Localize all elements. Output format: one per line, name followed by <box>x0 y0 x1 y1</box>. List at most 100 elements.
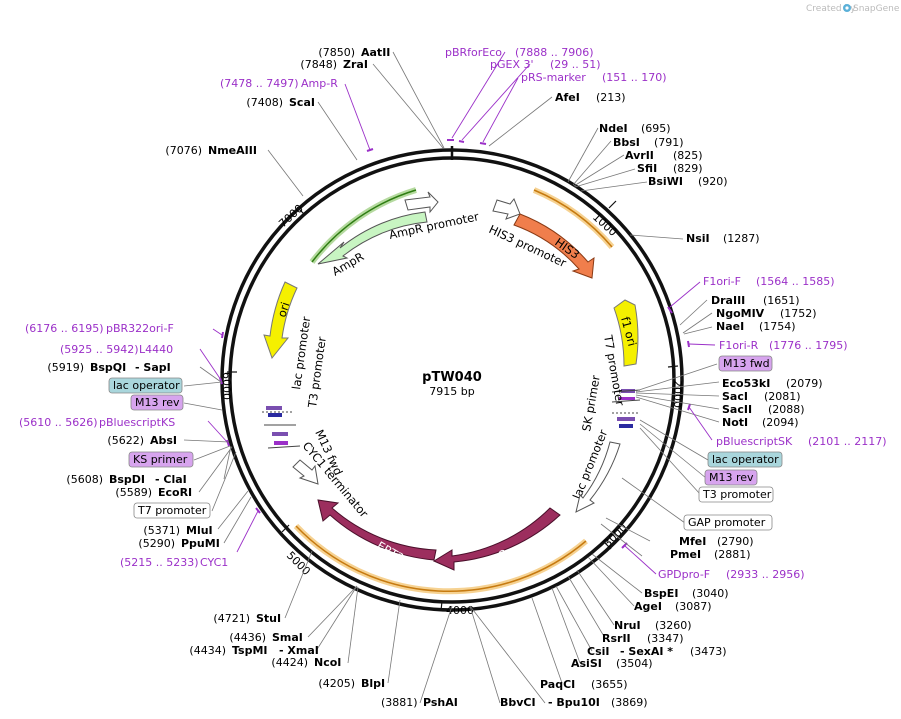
primer-pbr322ori-f[interactable]: pBR322ori-F <box>106 322 174 335</box>
lac-operator-left-box[interactable] <box>108 377 183 394</box>
enzyme-nsii[interactable]: NsiI <box>686 232 710 245</box>
primer-pbluescriptsk-range: (2101 .. 2117) <box>808 435 887 448</box>
enzyme-mlui-pos: (5371) <box>143 524 180 537</box>
plasmid-size: 7915 bp <box>429 385 474 398</box>
ks-primer-box[interactable] <box>128 451 194 468</box>
enzyme-aatii[interactable]: AatII <box>361 46 390 59</box>
enzyme-naei[interactable]: NaeI <box>716 320 744 333</box>
enzyme-clai[interactable]: - ClaI <box>155 473 187 486</box>
enzyme-bspqi[interactable]: BspQI <box>90 361 126 374</box>
enzyme-rsrii[interactable]: RsrII <box>602 632 631 645</box>
primer-pbr322ori-f-range: (6176 .. 6195) <box>25 322 104 335</box>
enzyme-zrai[interactable]: ZraI <box>343 58 368 71</box>
sk-primer-label: SK primer <box>579 374 603 433</box>
m13-rev-left-box[interactable] <box>130 394 184 411</box>
tick-label-4000: 4000 <box>446 604 474 617</box>
snapgene-logo-icon <box>843 4 851 12</box>
enzyme-eco53ki[interactable]: Eco53kI <box>722 377 770 390</box>
enzyme-ppumi[interactable]: PpuMI <box>181 537 220 550</box>
enzyme-bbvci[interactable]: BbvCI <box>500 696 536 709</box>
enzyme-bspqi-pos: (5919) <box>47 361 84 374</box>
enzyme-ndei-pos: (695) <box>641 122 671 135</box>
primer-pgex3[interactable]: pGEX 3' <box>490 58 534 71</box>
primer-pbrforeco[interactable]: pBRforEco <box>445 46 502 59</box>
ert2-feature <box>317 499 437 561</box>
enzyme-bspdi-pos: (5608) <box>66 473 103 486</box>
enzyme-scai[interactable]: ScaI <box>289 96 315 109</box>
primer-f1ori-r[interactable]: F1ori-R <box>719 339 759 352</box>
ori-label: ori <box>275 300 293 319</box>
enzyme-bspei-pos: (3040) <box>692 587 729 600</box>
enzyme-avrii[interactable]: AvrII <box>625 149 654 162</box>
primer-pbluescriptks[interactable]: pBluescriptKS <box>99 416 175 429</box>
enzyme-sfii[interactable]: SfiI <box>637 162 657 175</box>
enzyme-nmeaiii[interactable]: NmeAIII <box>208 144 257 157</box>
enzyme-afei[interactable]: AfeI <box>555 91 580 104</box>
lac-operator-right-box[interactable] <box>707 451 783 468</box>
enzyme-xmai[interactable]: - XmaI <box>279 644 319 657</box>
plasmid-name: pTW040 <box>422 370 482 385</box>
his3-promoter-arrow <box>492 198 521 220</box>
t7-promoter-left-box[interactable] <box>133 502 211 519</box>
enzyme-csii-pos: (3473) <box>690 645 727 658</box>
enzyme-bbsi[interactable]: BbsI <box>613 136 640 149</box>
enzyme-blpi[interactable]: BlpI <box>361 677 385 690</box>
primer-pgex3-range: (29 .. 51) <box>550 58 601 71</box>
enzyme-sexai[interactable]: - SexAI * <box>620 645 673 658</box>
enzyme-agei[interactable]: AgeI <box>634 600 662 613</box>
enzyme-asisi[interactable]: AsiSI <box>571 657 602 670</box>
enzyme-ecori[interactable]: EcoRI <box>158 486 192 499</box>
enzyme-nsii-pos: (1287) <box>723 232 760 245</box>
enzyme-ndei[interactable]: NdeI <box>599 122 628 135</box>
enzyme-ngomiv[interactable]: NgoMIV <box>716 307 765 320</box>
gap-promoter-box[interactable] <box>683 514 773 531</box>
enzyme-ngomiv-pos: (1752) <box>780 307 817 320</box>
enzyme-absi[interactable]: AbsI <box>150 434 177 447</box>
m13-fwd-right-label: M13 fwd <box>723 357 770 370</box>
t3-promoter-right-label: T3 promoter <box>702 488 772 501</box>
enzyme-ncoi[interactable]: NcoI <box>314 656 341 669</box>
enzyme-nrui[interactable]: NruI <box>614 619 641 632</box>
lac-operator-left-label: lac operator <box>113 379 180 392</box>
primer-f1ori-f[interactable]: F1ori-F <box>703 275 741 288</box>
m13-fwd-right-box[interactable] <box>718 355 773 372</box>
primer-prs-marker[interactable]: pRS-marker <box>521 71 586 84</box>
t3-promoter-right-box[interactable] <box>698 486 774 503</box>
m13-rev-right-box[interactable] <box>704 469 758 486</box>
f1-ori-feature <box>613 299 639 367</box>
enzyme-stui[interactable]: StuI <box>256 612 281 625</box>
primer-pbluescriptsk[interactable]: pBluescriptSK <box>716 435 793 448</box>
enzyme-sapi[interactable]: - SapI <box>135 361 171 374</box>
enzyme-ncoi-pos: (4424) <box>271 656 308 669</box>
his3-feature <box>513 213 595 279</box>
primer-cyc1[interactable]: CYC1 <box>200 556 228 569</box>
enzyme-saci[interactable]: SacI <box>722 390 748 403</box>
enzyme-tspmi[interactable]: TspMI <box>232 644 268 657</box>
enzyme-mlui[interactable]: MluI <box>186 524 213 537</box>
enzyme-bspei[interactable]: BspEI <box>644 587 678 600</box>
enzyme-bspdi[interactable]: BspDI <box>109 473 145 486</box>
cre-feature <box>432 507 561 571</box>
enzyme-bsiwi[interactable]: BsiWI <box>648 175 683 188</box>
enzyme-noti[interactable]: NotI <box>722 416 748 429</box>
enzyme-paqci[interactable]: PaqCI <box>540 678 575 691</box>
enzyme-sfii-pos: (829) <box>673 162 703 175</box>
enzyme-eco53ki-pos: (2079) <box>786 377 823 390</box>
enzyme-pmei[interactable]: PmeI <box>670 548 701 561</box>
enzyme-draiii[interactable]: DraIII <box>711 294 745 307</box>
primer-amp-r[interactable]: Amp-R <box>301 77 338 90</box>
snapgene-brand: SnapGene <box>853 4 900 14</box>
m13-rev-right-label: M13 rev <box>709 471 754 484</box>
enzyme-pshai-pos: (3881) <box>381 696 418 709</box>
enzyme-pshai[interactable]: PshAI <box>423 696 458 709</box>
enzyme-smai[interactable]: SmaI <box>272 631 303 644</box>
enzyme-bpu10i[interactable]: - Bpu10I <box>548 696 600 709</box>
ks-primer-label: KS primer <box>133 453 188 466</box>
enzyme-sacii[interactable]: SacII <box>722 403 752 416</box>
enzyme-draiii-pos: (1651) <box>763 294 800 307</box>
enzyme-saci-pos: (2081) <box>764 390 801 403</box>
enzyme-mfei[interactable]: MfeI <box>679 535 706 548</box>
enzyme-csii[interactable]: CsiI <box>587 645 609 658</box>
primer-gpdpro-f[interactable]: GPDpro-F <box>658 568 710 581</box>
primer-l4440[interactable]: L4440 <box>139 343 173 356</box>
